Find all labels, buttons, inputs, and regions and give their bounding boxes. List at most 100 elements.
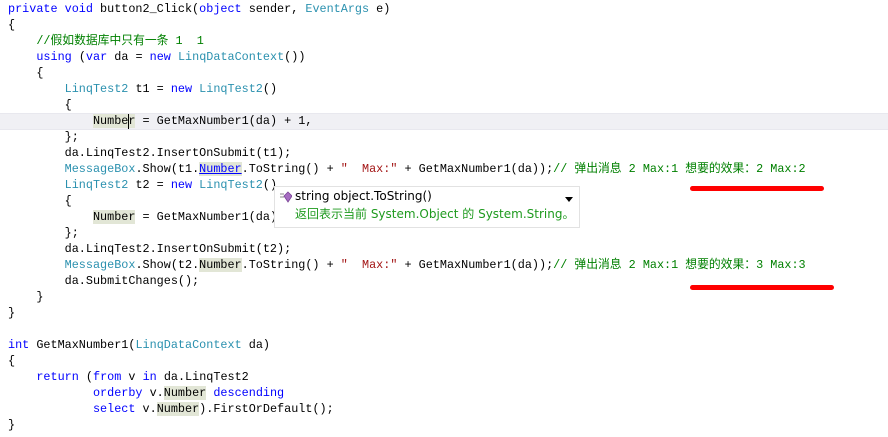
code-line[interactable]: LinqTest2 t2 = new LinqTest2() <box>8 177 277 193</box>
code-token: Number <box>163 386 207 400</box>
code-line[interactable]: } <box>8 289 43 305</box>
code-token: ()) <box>284 50 306 64</box>
code-token: () <box>262 82 278 96</box>
code-token <box>8 50 36 64</box>
code-line[interactable]: MessageBox.Show(t1.Number.ToString() + "… <box>8 161 806 177</box>
code-token: t1 = <box>128 82 171 96</box>
code-token: } <box>8 306 16 320</box>
code-line[interactable]: Number = GetMaxNumber1(da) + 1, <box>8 113 312 129</box>
code-token: { <box>8 98 72 112</box>
tooltip-description: 返回表示当前 System.Object 的 System.String。 <box>295 207 575 221</box>
code-token: Number <box>156 402 200 416</box>
code-comment: // 弹出消息 2 Max:1 想要的效果：2 Max:2 <box>553 162 806 176</box>
code-token: }; <box>8 130 79 144</box>
code-token: { <box>8 194 72 208</box>
code-type: LinqTest2 <box>199 178 263 192</box>
code-token: .Show(t2. <box>135 258 200 272</box>
code-line[interactable]: { <box>8 353 15 369</box>
code-line[interactable]: return (from v in da.LinqTest2 <box>8 369 249 385</box>
code-line[interactable]: select v.Number).FirstOrDefault(); <box>8 401 334 417</box>
code-token: v. <box>135 402 157 416</box>
code-type: LinqTest2 <box>64 178 129 192</box>
code-token: }; <box>8 226 79 240</box>
code-token: da.LinqTest2.InsertOnSubmit(t1); <box>8 146 292 160</box>
code-comment: // 弹出消息 2 Max:1 想要的效果：3 Max:3 <box>553 258 806 272</box>
code-keyword: new <box>170 82 200 96</box>
code-line[interactable]: using (var da = new LinqDataContext()) <box>8 49 305 65</box>
code-token: Number <box>92 114 136 128</box>
code-token: da.LinqTest2.InsertOnSubmit(t2); <box>8 242 292 256</box>
code-token <box>8 82 65 96</box>
code-token: .ToString() + <box>241 162 341 176</box>
code-line[interactable]: da.LinqTest2.InsertOnSubmit(t2); <box>8 241 292 257</box>
code-token: + GetMaxNumber1(da)); <box>397 258 554 272</box>
code-token: GetMaxNumber1( <box>36 338 136 352</box>
current-line-highlight <box>0 113 888 130</box>
code-type: LinqDataContext <box>135 338 242 352</box>
code-keyword: select <box>92 402 136 416</box>
code-line[interactable]: { <box>8 97 72 113</box>
code-line[interactable]: } <box>8 305 15 321</box>
code-token: } <box>8 418 16 432</box>
code-keyword: int <box>8 338 37 352</box>
code-line[interactable]: MessageBox.Show(t2.Number.ToString() + "… <box>8 257 806 273</box>
code-token: } <box>8 290 44 304</box>
code-token <box>8 114 93 128</box>
code-line[interactable]: LinqTest2 t1 = new LinqTest2() <box>8 81 277 97</box>
code-type: LinqDataContext <box>177 50 285 64</box>
code-token <box>8 210 93 224</box>
code-line[interactable]: Number = GetMaxNumber1(da) + 1, <box>8 209 312 225</box>
code-token: Number <box>199 162 242 176</box>
code-line[interactable]: { <box>8 17 15 33</box>
code-token: sender, <box>241 2 306 16</box>
code-line[interactable]: { <box>8 65 43 81</box>
code-token <box>8 386 93 400</box>
code-keyword: orderby <box>92 386 143 400</box>
tooltip-signature: string object.ToString() <box>295 189 432 203</box>
code-line[interactable]: //假如数据库中只有一条 1 1 <box>8 33 204 49</box>
code-token: da.SubmitChanges(); <box>8 274 200 288</box>
code-token: { <box>8 66 44 80</box>
code-token: da = <box>107 50 150 64</box>
code-token: .Show(t1. <box>135 162 200 176</box>
code-token: .ToString() + <box>241 258 341 272</box>
code-keyword: var <box>85 50 108 64</box>
code-token <box>8 178 65 192</box>
code-comment: //假如数据库中只有一条 1 1 <box>36 34 204 48</box>
code-token: ).FirstOrDefault(); <box>199 402 334 416</box>
code-token: v. <box>142 386 164 400</box>
code-keyword: from <box>92 370 122 384</box>
code-line[interactable]: }; <box>8 225 79 241</box>
code-keyword: descending <box>213 386 285 400</box>
code-keyword: in <box>142 370 157 384</box>
code-line[interactable]: { <box>8 193 72 209</box>
code-token: da) <box>241 338 270 352</box>
code-token: Number <box>92 210 136 224</box>
code-token <box>8 34 36 48</box>
code-token <box>8 258 65 272</box>
code-keyword: object <box>199 2 242 16</box>
code-type: MessageBox <box>64 162 136 176</box>
code-line[interactable]: da.LinqTest2.InsertOnSubmit(t1); <box>8 145 292 161</box>
red-underline-annotation <box>690 285 834 290</box>
code-token: = GetMaxNumber1(da) + 1, <box>135 114 313 128</box>
text-caret <box>128 114 129 129</box>
code-token: Number <box>199 258 242 272</box>
code-keyword: return <box>36 370 79 384</box>
dropdown-arrow-icon[interactable] <box>565 197 573 202</box>
code-line[interactable]: }; <box>8 129 79 145</box>
code-line[interactable]: int GetMaxNumber1(LinqDataContext da) <box>8 337 270 353</box>
code-line[interactable]: } <box>8 417 15 433</box>
code-token: ( <box>78 370 93 384</box>
code-token: v <box>121 370 143 384</box>
code-type: LinqTest2 <box>199 82 263 96</box>
code-line[interactable]: orderby v.Number descending <box>8 385 284 401</box>
code-token: t2 = <box>128 178 171 192</box>
code-token: da.LinqTest2 <box>156 370 249 384</box>
code-line[interactable]: private void button2_Click(object sender… <box>8 1 390 17</box>
code-token <box>8 370 36 384</box>
code-line[interactable]: da.SubmitChanges(); <box>8 273 200 289</box>
quickinfo-tooltip: string object.ToString() 返回表示当前 System.O… <box>274 186 580 228</box>
code-token: { <box>8 18 16 32</box>
